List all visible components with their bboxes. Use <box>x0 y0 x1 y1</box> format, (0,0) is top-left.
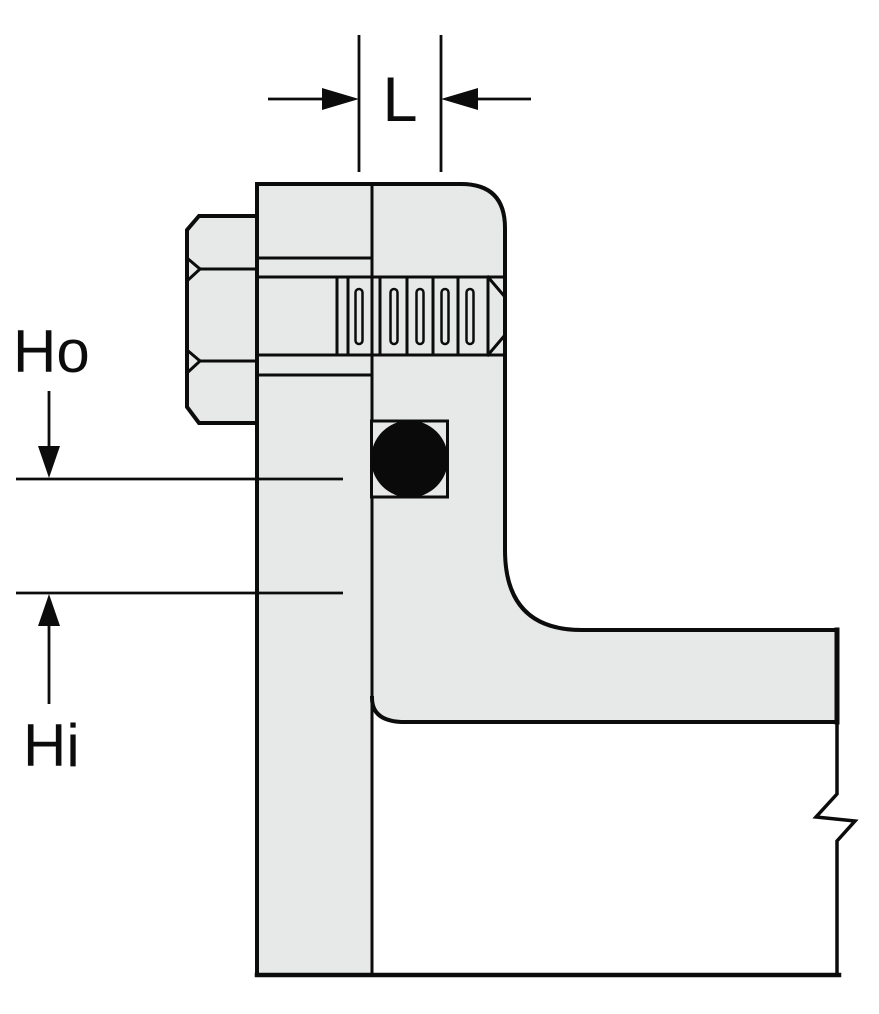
tube-fill <box>257 184 372 975</box>
arrowhead-up-icon <box>38 594 60 626</box>
dimension-Hi: Hi <box>16 591 343 779</box>
hex-nut-face-line-lower <box>184 347 259 376</box>
pipe-break-line <box>812 720 859 975</box>
hex-nut-face-line-upper <box>184 255 259 284</box>
thread-slot <box>354 287 364 346</box>
dimension-Ho: Ho <box>13 318 343 481</box>
hex-nut-outline <box>185 214 259 425</box>
thread-slots <box>354 287 475 346</box>
thread-slot <box>415 287 425 346</box>
label-height-outer: Ho <box>13 318 90 385</box>
arrowhead-down-icon <box>38 446 60 478</box>
thread-end-chamfer <box>485 274 508 358</box>
thread-slot <box>389 287 399 346</box>
label-thread-length: L <box>382 65 417 135</box>
body-outer-edge <box>255 182 839 632</box>
thread-slot <box>465 287 475 346</box>
o-ring-assembly <box>370 419 449 499</box>
label-height-inner: Hi <box>23 712 80 779</box>
thread-slot <box>440 287 450 346</box>
hex-nut-fill <box>187 216 257 423</box>
dimension-L: L <box>268 35 531 172</box>
arrowhead-left-icon <box>441 88 478 110</box>
thread-separator-lines <box>335 275 490 357</box>
o-ring <box>371 420 448 498</box>
fitting-outlines <box>184 182 859 978</box>
arrowhead-right-icon <box>322 88 359 110</box>
